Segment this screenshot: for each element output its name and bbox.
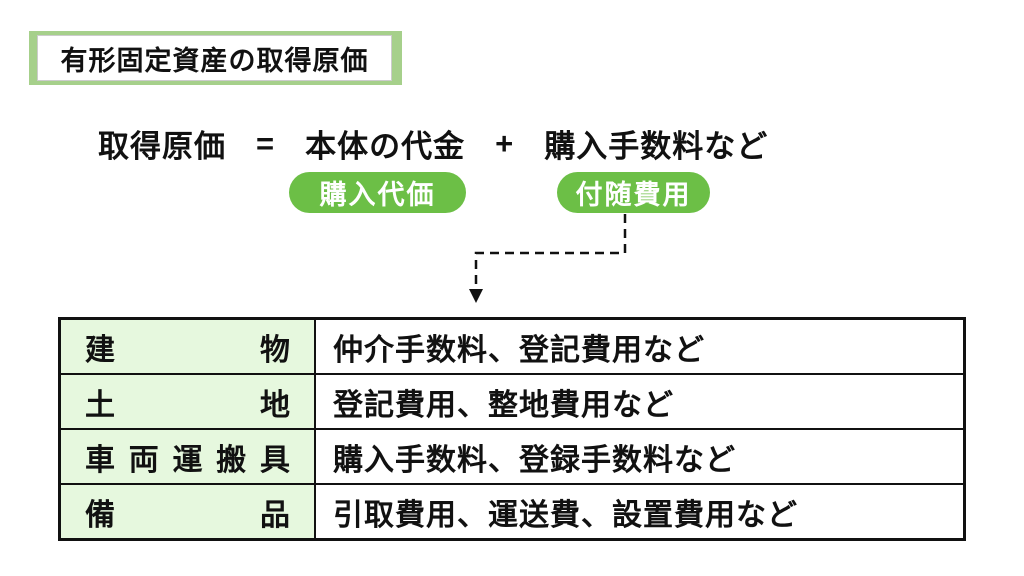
table-row: 備品 引取費用、運送費、設置費用など <box>58 483 966 541</box>
purchase-price-badge: 購入代価 <box>289 172 466 213</box>
formula-lhs: 取得原価 <box>98 129 226 164</box>
incidental-costs-badge: 付随費用 <box>557 172 710 213</box>
table-row: 土地 登記費用、整地費用など <box>58 373 966 430</box>
title-box: 有形固定資産の取得原価 <box>37 35 392 81</box>
asset-name-cell: 土地 <box>58 373 316 430</box>
asset-name-cell: 車両運搬具 <box>58 428 316 485</box>
costs-cell: 引取費用、運送費、設置費用など <box>314 483 966 541</box>
table-row: 車両運搬具 購入手数料、登録手数料など <box>58 428 966 485</box>
equals-sign: = <box>256 125 276 161</box>
plus-sign: + <box>495 125 515 161</box>
formula-term-body-price: 本体の代金 <box>305 129 466 164</box>
acquisition-cost-formula: 取得原価 = 本体の代金 + 購入手数料など <box>98 121 768 166</box>
table-row: 建物 仲介手数料、登記費用など <box>58 317 966 375</box>
asset-name-cell: 建物 <box>58 317 316 375</box>
incidental-costs-table: 建物 仲介手数料、登記費用など 土地 登記費用、整地費用など 車両運搬具 購入手… <box>58 317 966 541</box>
asset-name-cell: 備品 <box>58 483 316 541</box>
page-title: 有形固定資産の取得原価 <box>60 45 369 76</box>
costs-cell: 仲介手数料、登記費用など <box>314 317 966 375</box>
formula-term-fees: 購入手数料など <box>544 129 769 164</box>
costs-cell: 購入手数料、登録手数料など <box>314 428 966 485</box>
costs-cell: 登記費用、整地費用など <box>314 373 966 430</box>
